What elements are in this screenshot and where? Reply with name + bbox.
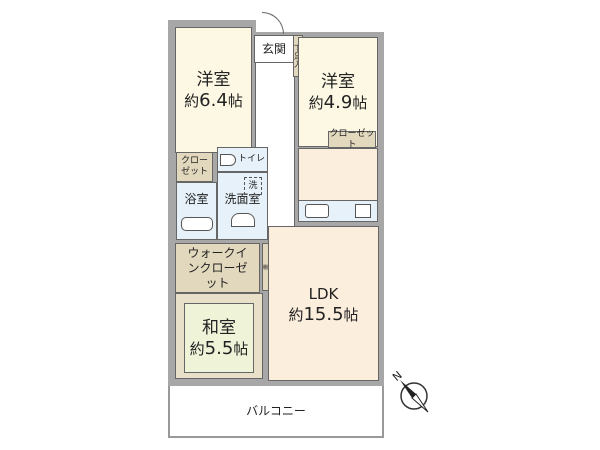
basin-icon [230, 212, 255, 227]
balcony-label: バルコニー [246, 403, 306, 418]
room-area: 約6.4帖 [184, 90, 243, 111]
room-name: 洋室 [196, 70, 231, 90]
room-area: 約5.5帖 [189, 338, 249, 359]
kitchen-counter [298, 200, 378, 222]
shelf-label: 棚 [263, 264, 269, 271]
toilet-icon [219, 153, 236, 166]
washroom-label: 洗面室 [224, 191, 261, 206]
balcony: バルコニー [168, 386, 384, 438]
kitchen [298, 148, 378, 201]
western-room-2: 洋室 約4.9帖 [298, 37, 378, 147]
bath-label: 浴室 [184, 191, 209, 206]
room-name: 和室 [202, 318, 236, 338]
room-area: 約15.5帖 [288, 303, 359, 325]
compass-icon: N [390, 369, 429, 413]
closet-left: クローゼット [176, 152, 213, 182]
entrance-label: 玄関 [261, 41, 286, 56]
entrance: 玄関 [254, 35, 294, 63]
washer-space: 洗 [244, 177, 262, 195]
washroom: 洗 洗面室 [217, 172, 268, 240]
room-name: 洋室 [321, 72, 355, 92]
walk-in-closet: ウォークインクローゼット [175, 243, 260, 293]
stove-icon [355, 204, 371, 218]
compass-north: N [390, 369, 405, 384]
closet-right: クローゼット [328, 128, 376, 150]
bathtub-icon [180, 216, 213, 231]
entrance-door [262, 12, 284, 34]
wic-label: ウォークインクローゼット [187, 245, 248, 290]
bathroom: 浴室 [176, 182, 217, 240]
closet-label: クローゼット [329, 128, 375, 150]
room-area: 約4.9帖 [308, 92, 368, 113]
western-room-1: 洋室 約6.4帖 [175, 27, 252, 153]
toilet: トイレ [217, 147, 268, 172]
room-name: LDK [308, 284, 339, 303]
closet-label: クローゼット [180, 156, 208, 177]
japanese-room: 和室 約5.5帖 [184, 303, 254, 373]
ldk: LDK 約15.5帖 [268, 226, 379, 381]
sink-icon [305, 204, 329, 218]
toilet-label: トイレ [237, 154, 265, 164]
